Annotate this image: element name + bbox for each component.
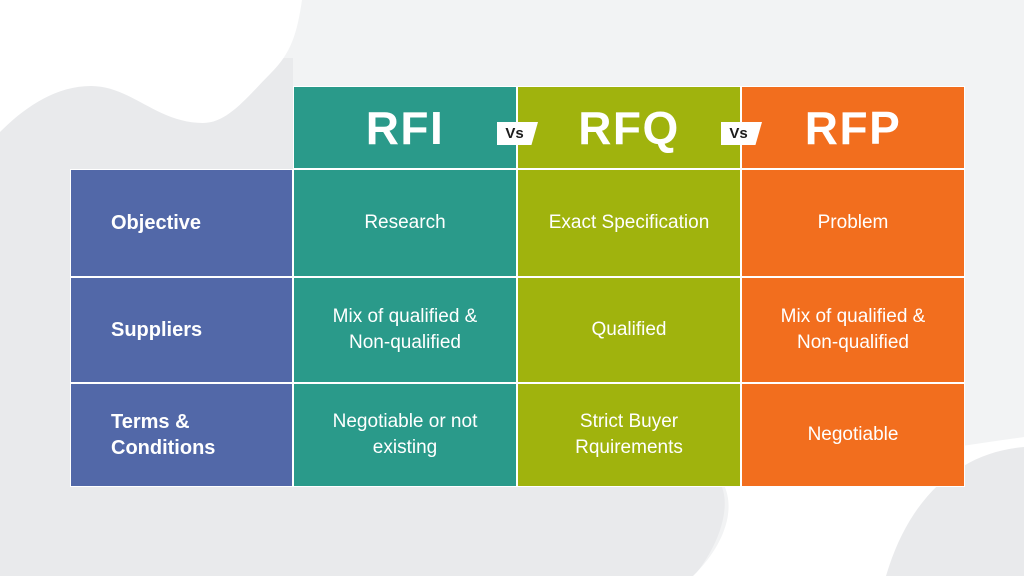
vs-badge-rfq-rfp: Vs	[721, 122, 762, 145]
row-label-suppliers: Suppliers	[70, 277, 293, 383]
cell-suppliers-rfq: Qualified	[517, 277, 741, 383]
gray-bottom-band	[0, 487, 725, 576]
column-header-rfq: RFQ	[517, 86, 741, 169]
cell-objective-rfq: Exact Specification	[517, 169, 741, 277]
cell-suppliers-rfp: Mix of qualified & Non-qualified	[741, 277, 965, 383]
gray-corner-blob	[886, 447, 1024, 576]
row-label-objective: Objective	[70, 169, 293, 277]
white-top-wave-blob	[0, 0, 302, 132]
gray-left-blob	[0, 58, 293, 487]
header-spacer-cell	[70, 86, 293, 169]
comparison-table: RFI RFQ RFP Objective Research Exact Spe…	[70, 86, 965, 487]
column-header-rfi: RFI	[293, 86, 517, 169]
cell-objective-rfp: Problem	[741, 169, 965, 277]
row-label-terms-conditions: Terms & Conditions	[70, 383, 293, 487]
cell-terms-rfp: Negotiable	[741, 383, 965, 487]
vs-badge-rfi-rfq: Vs	[497, 122, 538, 145]
cell-terms-rfi: Negotiable or not existing	[293, 383, 517, 487]
cell-objective-rfi: Research	[293, 169, 517, 277]
cell-suppliers-rfi: Mix of qualified & Non-qualified	[293, 277, 517, 383]
cell-terms-rfq: Strict Buyer Rquirements	[517, 383, 741, 487]
column-header-rfp: RFP	[741, 86, 965, 169]
